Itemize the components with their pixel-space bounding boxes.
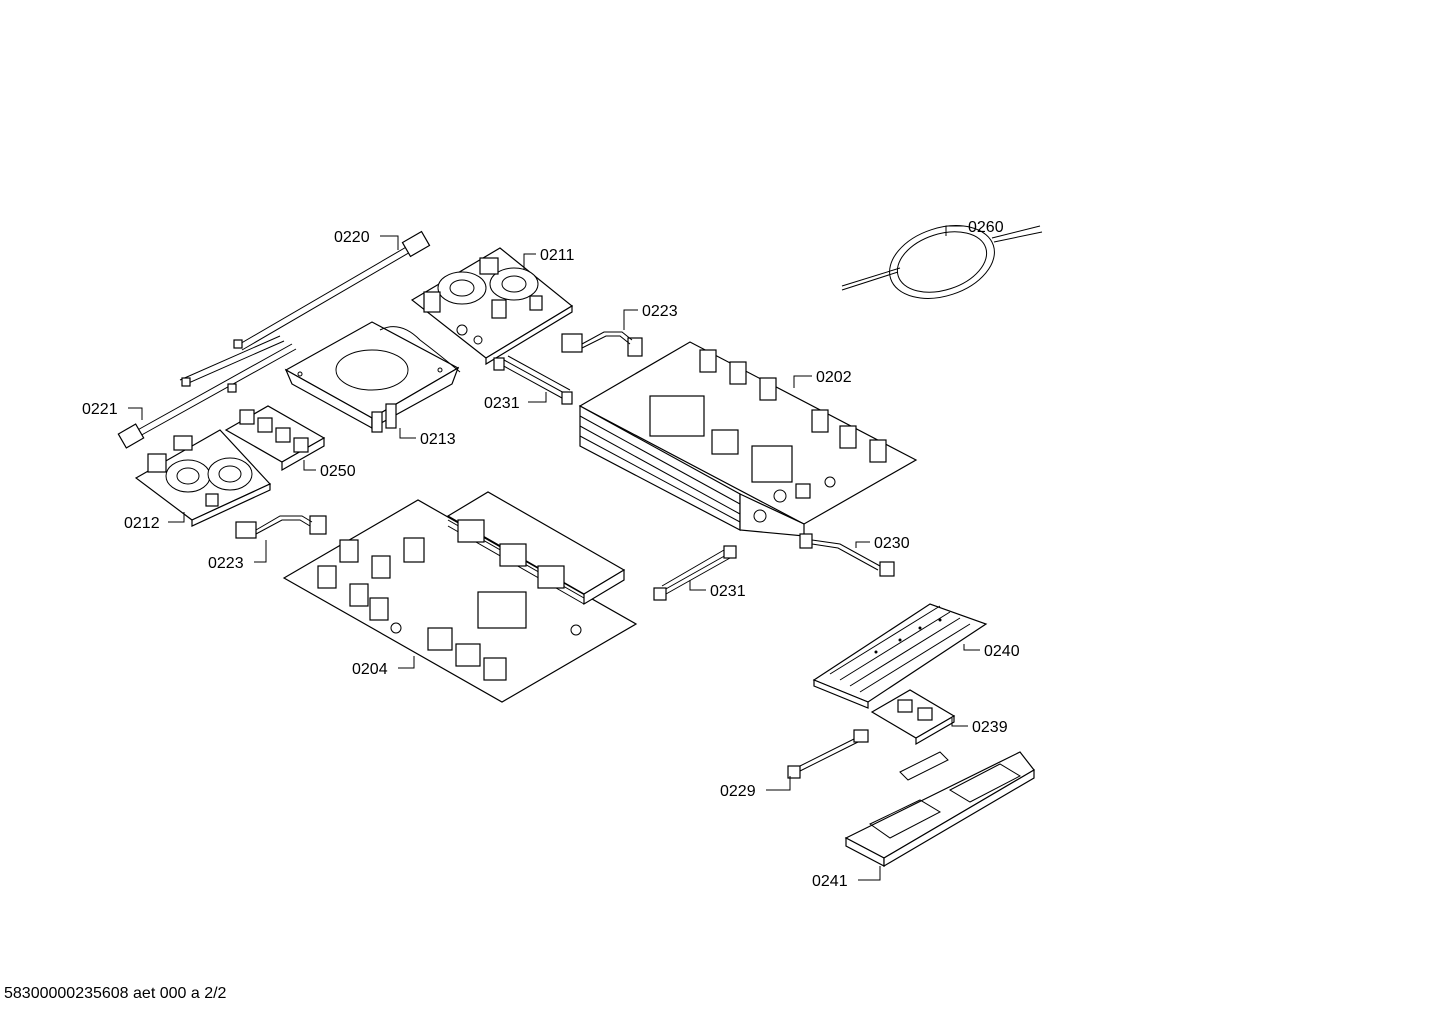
label-0212: 0212 [124,515,160,532]
part-0230-cable [799,533,895,577]
part-0260-cable-coil [841,225,1043,299]
part-0213-fan-unit [284,321,461,433]
label-0213: 0213 [420,431,456,448]
label-0202: 0202 [816,369,852,386]
document-footer: 58300000235608 aet 000 a 2/2 [4,985,227,1002]
label-0229: 0229 [720,783,756,800]
label-0239: 0239 [972,719,1008,736]
label-0221: 0221 [82,401,118,418]
label-0231-upper: 0231 [484,395,520,412]
callout-labels: 0220 0211 0260 0223 0202 0221 0231 0213 … [82,219,1020,890]
label-0223-upper: 0223 [642,303,678,320]
part-0231-upper-cable [493,355,573,405]
part-0220-cable [233,230,431,351]
label-0211: 0211 [540,247,575,264]
leader-lines [128,225,980,881]
part-0223-lower-connector [235,515,327,539]
part-0239-board [870,689,956,746]
part-0223-upper-connector [561,331,643,357]
label-0241: 0241 [812,873,848,890]
label-0230: 0230 [874,535,910,552]
label-0260: 0260 [968,219,1004,236]
part-0204-power-board [282,491,638,703]
part-0202-power-board [578,341,918,537]
label-0250: 0250 [320,463,356,480]
label-0231-lower: 0231 [710,583,746,600]
label-0223-lower: 0223 [208,555,244,572]
part-0229-cable [787,729,869,779]
part-0241-housing [844,751,1035,868]
label-0204: 0204 [352,661,388,678]
part-0231-lower-cable [653,545,737,601]
part-0240-control-board [812,603,988,709]
label-0220: 0220 [334,229,370,246]
part-0212-filter-board [134,429,272,527]
part-0211-filter-board [410,247,574,366]
label-0240: 0240 [984,643,1020,660]
part-0250-board [224,405,326,472]
part-0221-cable [117,335,297,449]
